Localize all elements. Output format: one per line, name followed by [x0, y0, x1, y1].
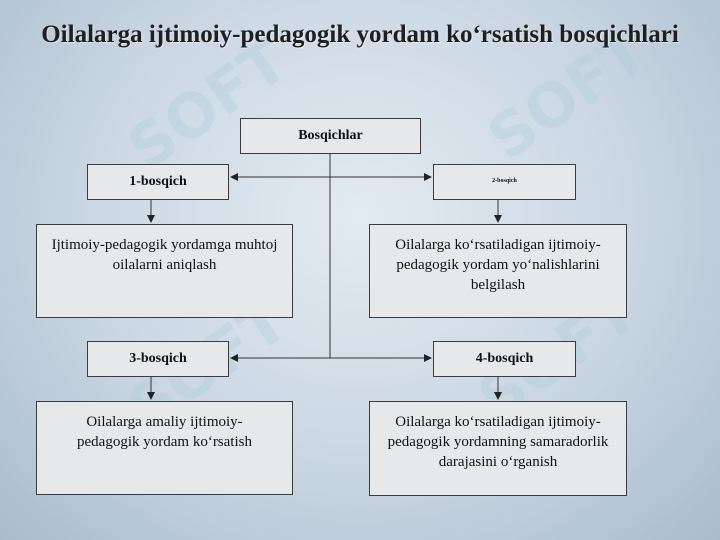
stage-3-label: 3-bosqich — [87, 341, 229, 377]
stage-3-description: Oilalarga amaliy ijtimoiy-pedagogik yord… — [36, 401, 293, 495]
stage-2-description: Oilalarga ko‘rsatiladigan ijtimoiy-pedag… — [369, 224, 627, 318]
stage-1-description: Ijtimoiy-pedagogik yordamga muhtoj oilal… — [36, 224, 293, 318]
stage-1-label: 1-bosqich — [87, 164, 229, 200]
stage-4-label: 4-bosqich — [433, 341, 576, 377]
root-box: Bosqichlar — [240, 118, 421, 154]
stage-2-label: 2-bosqich — [433, 164, 576, 200]
page-title: Oilalarga ijtimoiy-pedagogik yordam ko‘r… — [41, 21, 679, 48]
stage-4-description: Oilalarga ko‘rsatiladigan ijtimoiy-pedag… — [369, 401, 627, 496]
